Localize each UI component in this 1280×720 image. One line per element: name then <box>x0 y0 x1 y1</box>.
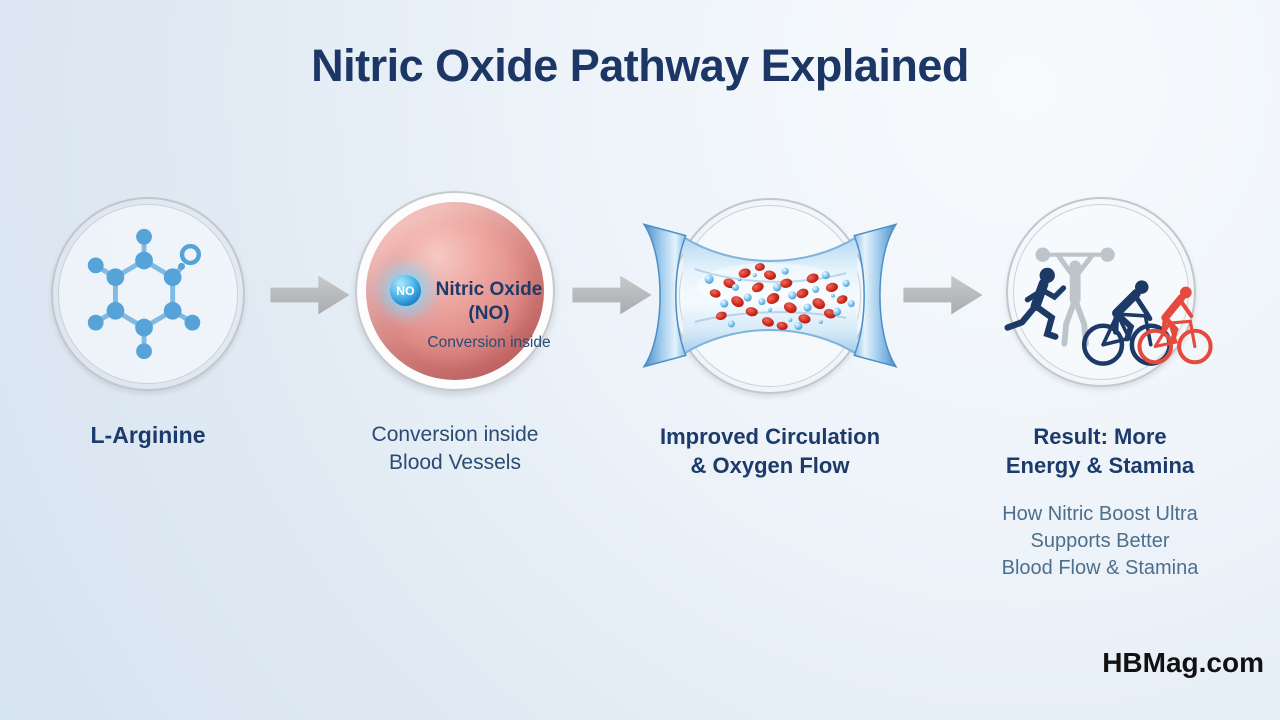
step-label-circulation: Improved Circulation & Oxygen Flow <box>659 424 881 479</box>
arrow-icon <box>572 275 652 315</box>
weightlifter-icon <box>1035 247 1115 347</box>
sphere-caption: Conversion inside <box>427 333 551 351</box>
runner-icon <box>1004 267 1067 340</box>
sphere-subtitle: (NO) <box>468 303 510 325</box>
oxygen-atom-icon <box>179 243 202 266</box>
cyclist-navy-icon <box>1081 280 1172 366</box>
sphere-title: Nitric Oxide <box>435 279 543 300</box>
arrow-icon <box>903 275 983 315</box>
page-title: Nitric Oxide Pathway Explained <box>311 40 969 91</box>
watermark-hbmag: HBMag.com <box>1102 647 1264 678</box>
step-label-conversion: Conversion inside Blood Vessels <box>371 423 539 474</box>
blood-vessel-icon <box>642 223 898 368</box>
sphere-text-block: Nitric Oxide (NO) Conversion inside <box>421 278 557 352</box>
arrow-icon <box>270 275 350 315</box>
athletes-icon <box>1004 247 1213 366</box>
no-badge: NO <box>390 275 421 306</box>
supplement-caption: How Nitric Boost Ultra Supports Better B… <box>1001 503 1199 579</box>
molecule-icon <box>87 228 202 360</box>
cyclist-red-icon <box>1137 286 1213 365</box>
step-label-result: Result: More Energy & Stamina <box>1005 424 1195 479</box>
step-label-l-arginine: L-Arginine <box>90 422 206 448</box>
step-circle-no-conversion: NO Nitric Oxide (NO) Conversion inside <box>355 191 555 391</box>
